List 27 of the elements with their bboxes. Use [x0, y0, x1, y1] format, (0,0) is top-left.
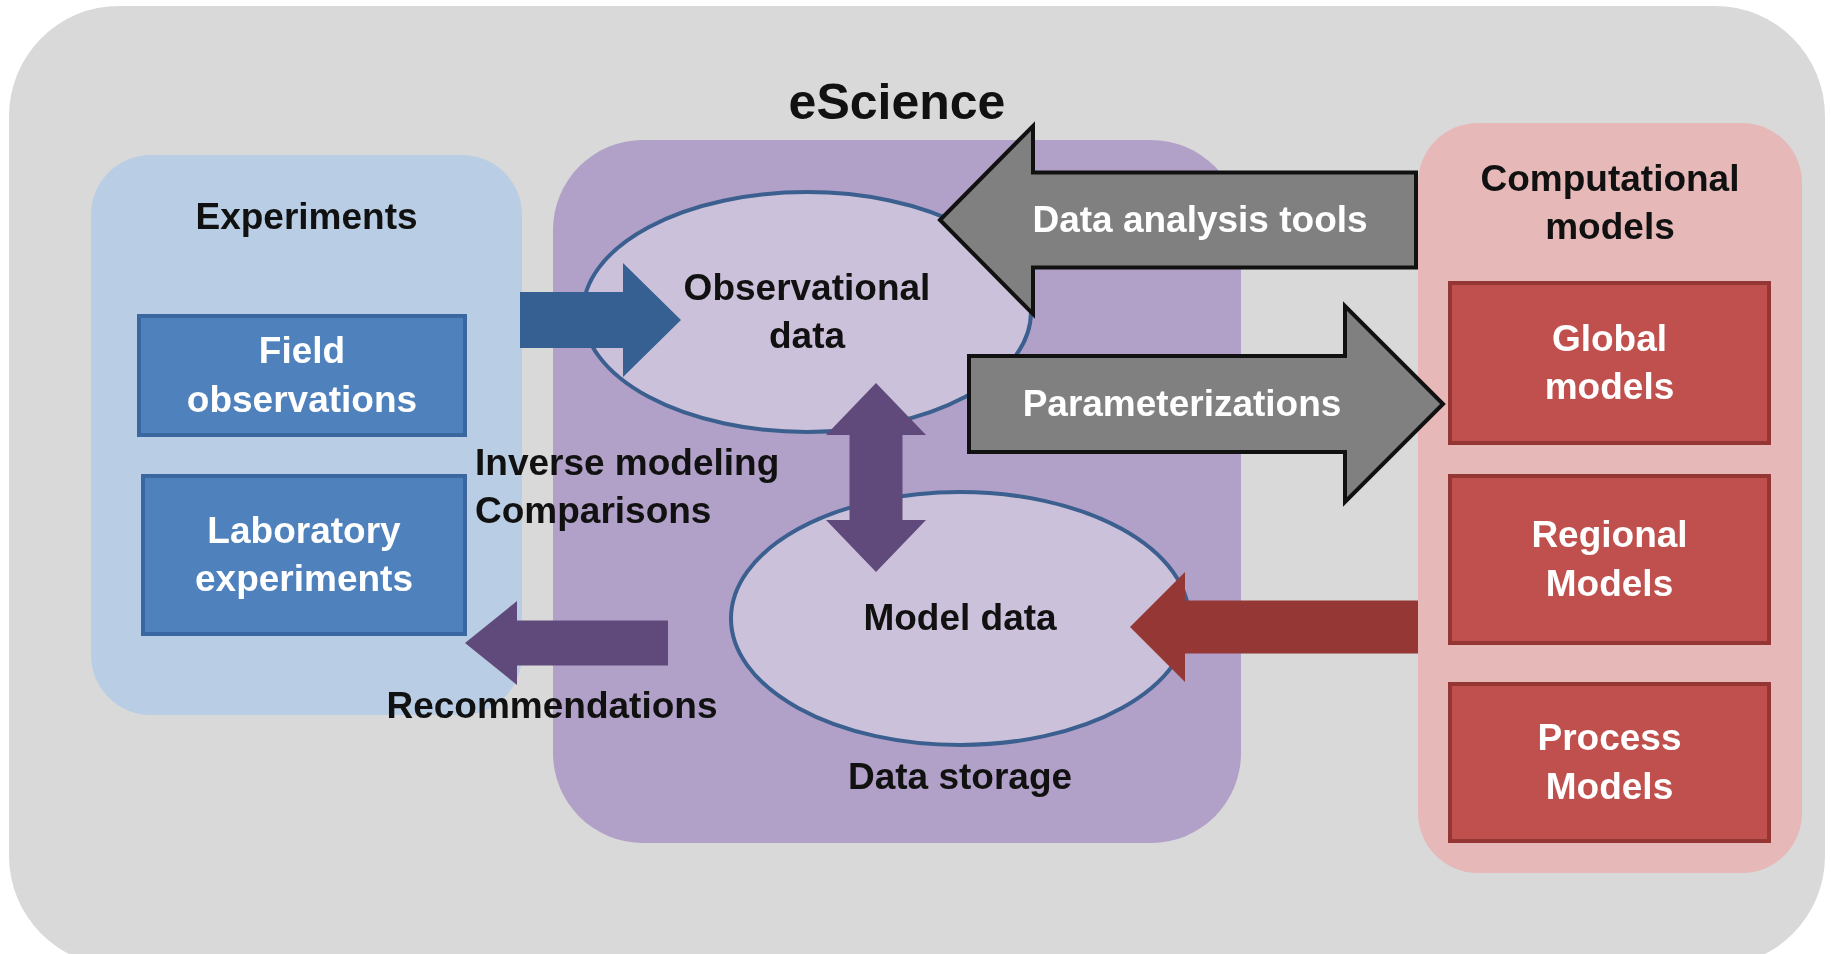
edge-label: Inverse modeling Comparisons: [475, 440, 781, 533]
process-box: [141, 474, 467, 636]
edge-label: Recommendations: [386, 683, 718, 728]
edge-label: Data analysis tools: [1032, 197, 1368, 242]
edge-label: Parameterizations: [1022, 381, 1342, 426]
box-label: Laboratory experiments: [194, 508, 414, 601]
block-arrow: [967, 301, 1446, 507]
process-box: [1448, 281, 1771, 445]
block-arrow: [937, 121, 1418, 319]
process-box: [1448, 682, 1771, 843]
panel-heading: Experiments: [194, 195, 419, 239]
box-label: Field observations: [185, 329, 419, 422]
caption-label: Data storage: [846, 755, 1074, 799]
box-label: Regional Models: [1530, 513, 1689, 606]
ellipse-label: Model data: [862, 596, 1058, 641]
box-label: Process Models: [1536, 716, 1683, 809]
block-arrow: [520, 263, 681, 377]
process-box: [1448, 474, 1771, 645]
block-arrow: [826, 383, 926, 572]
block-arrow: [1130, 572, 1418, 682]
block-arrow: [465, 601, 668, 685]
panel-heading: eScience: [787, 73, 1007, 132]
ellipse-label: Observational data: [682, 265, 932, 358]
models-panel: [1418, 123, 1802, 873]
panel-heading: Computational models: [1479, 157, 1741, 250]
process-box: [137, 314, 467, 437]
box-label: Global models: [1543, 316, 1676, 409]
